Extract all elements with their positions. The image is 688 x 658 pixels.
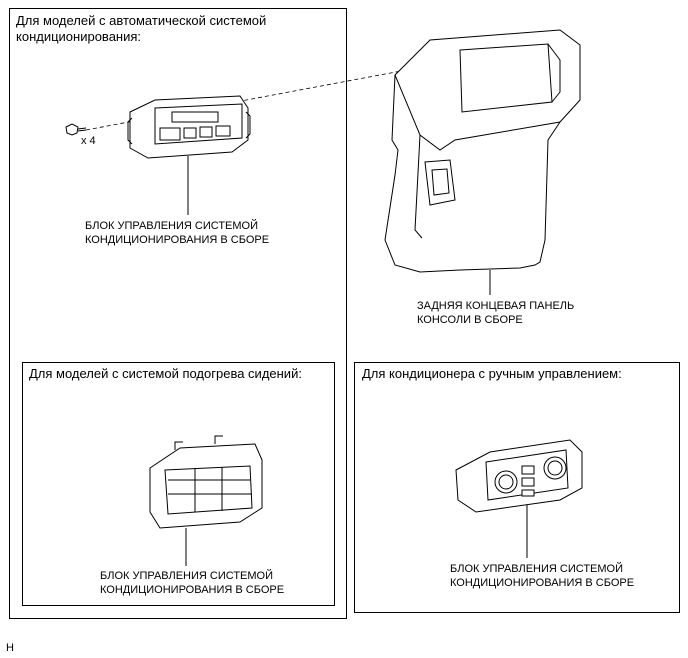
auto-ac-panel <box>9 8 347 619</box>
manual-ac-panel <box>354 362 680 613</box>
console-part-label: ЗАДНЯЯ КОНЦЕВАЯ ПАНЕЛЬ КОНСОЛИ В СБОРЕ <box>417 300 575 326</box>
heated-seats-part-label: БЛОК УПРАВЛЕНИЯ СИСТЕМОЙ КОНДИЦИОНИРОВАН… <box>100 570 285 596</box>
screw-icon <box>65 123 87 136</box>
manual-ac-title: Для кондиционера с ручным управлением: <box>362 366 622 381</box>
auto-ac-title: Для моделей с автоматической системой ко… <box>16 13 267 44</box>
rear-console-end-panel <box>384 29 581 295</box>
screw-quantity: x 4 <box>81 135 96 147</box>
auto-ac-part-label: БЛОК УПРАВЛЕНИЯ СИСТЕМОЙ КОНДИЦИОНИРОВАН… <box>85 220 270 246</box>
manual-ac-control-unit <box>455 439 583 558</box>
manual-ac-part-label: БЛОК УПРАВЛЕНИЯ СИСТЕМОЙ КОНДИЦИОНИРОВАН… <box>450 563 635 589</box>
heated-seats-control-unit <box>149 435 263 566</box>
heated-seats-title: Для моделей с системой подогрева сидений… <box>29 366 302 381</box>
heated-seats-panel <box>22 362 335 606</box>
figure-code: H <box>6 642 14 654</box>
auto-ac-control-unit <box>127 95 251 215</box>
